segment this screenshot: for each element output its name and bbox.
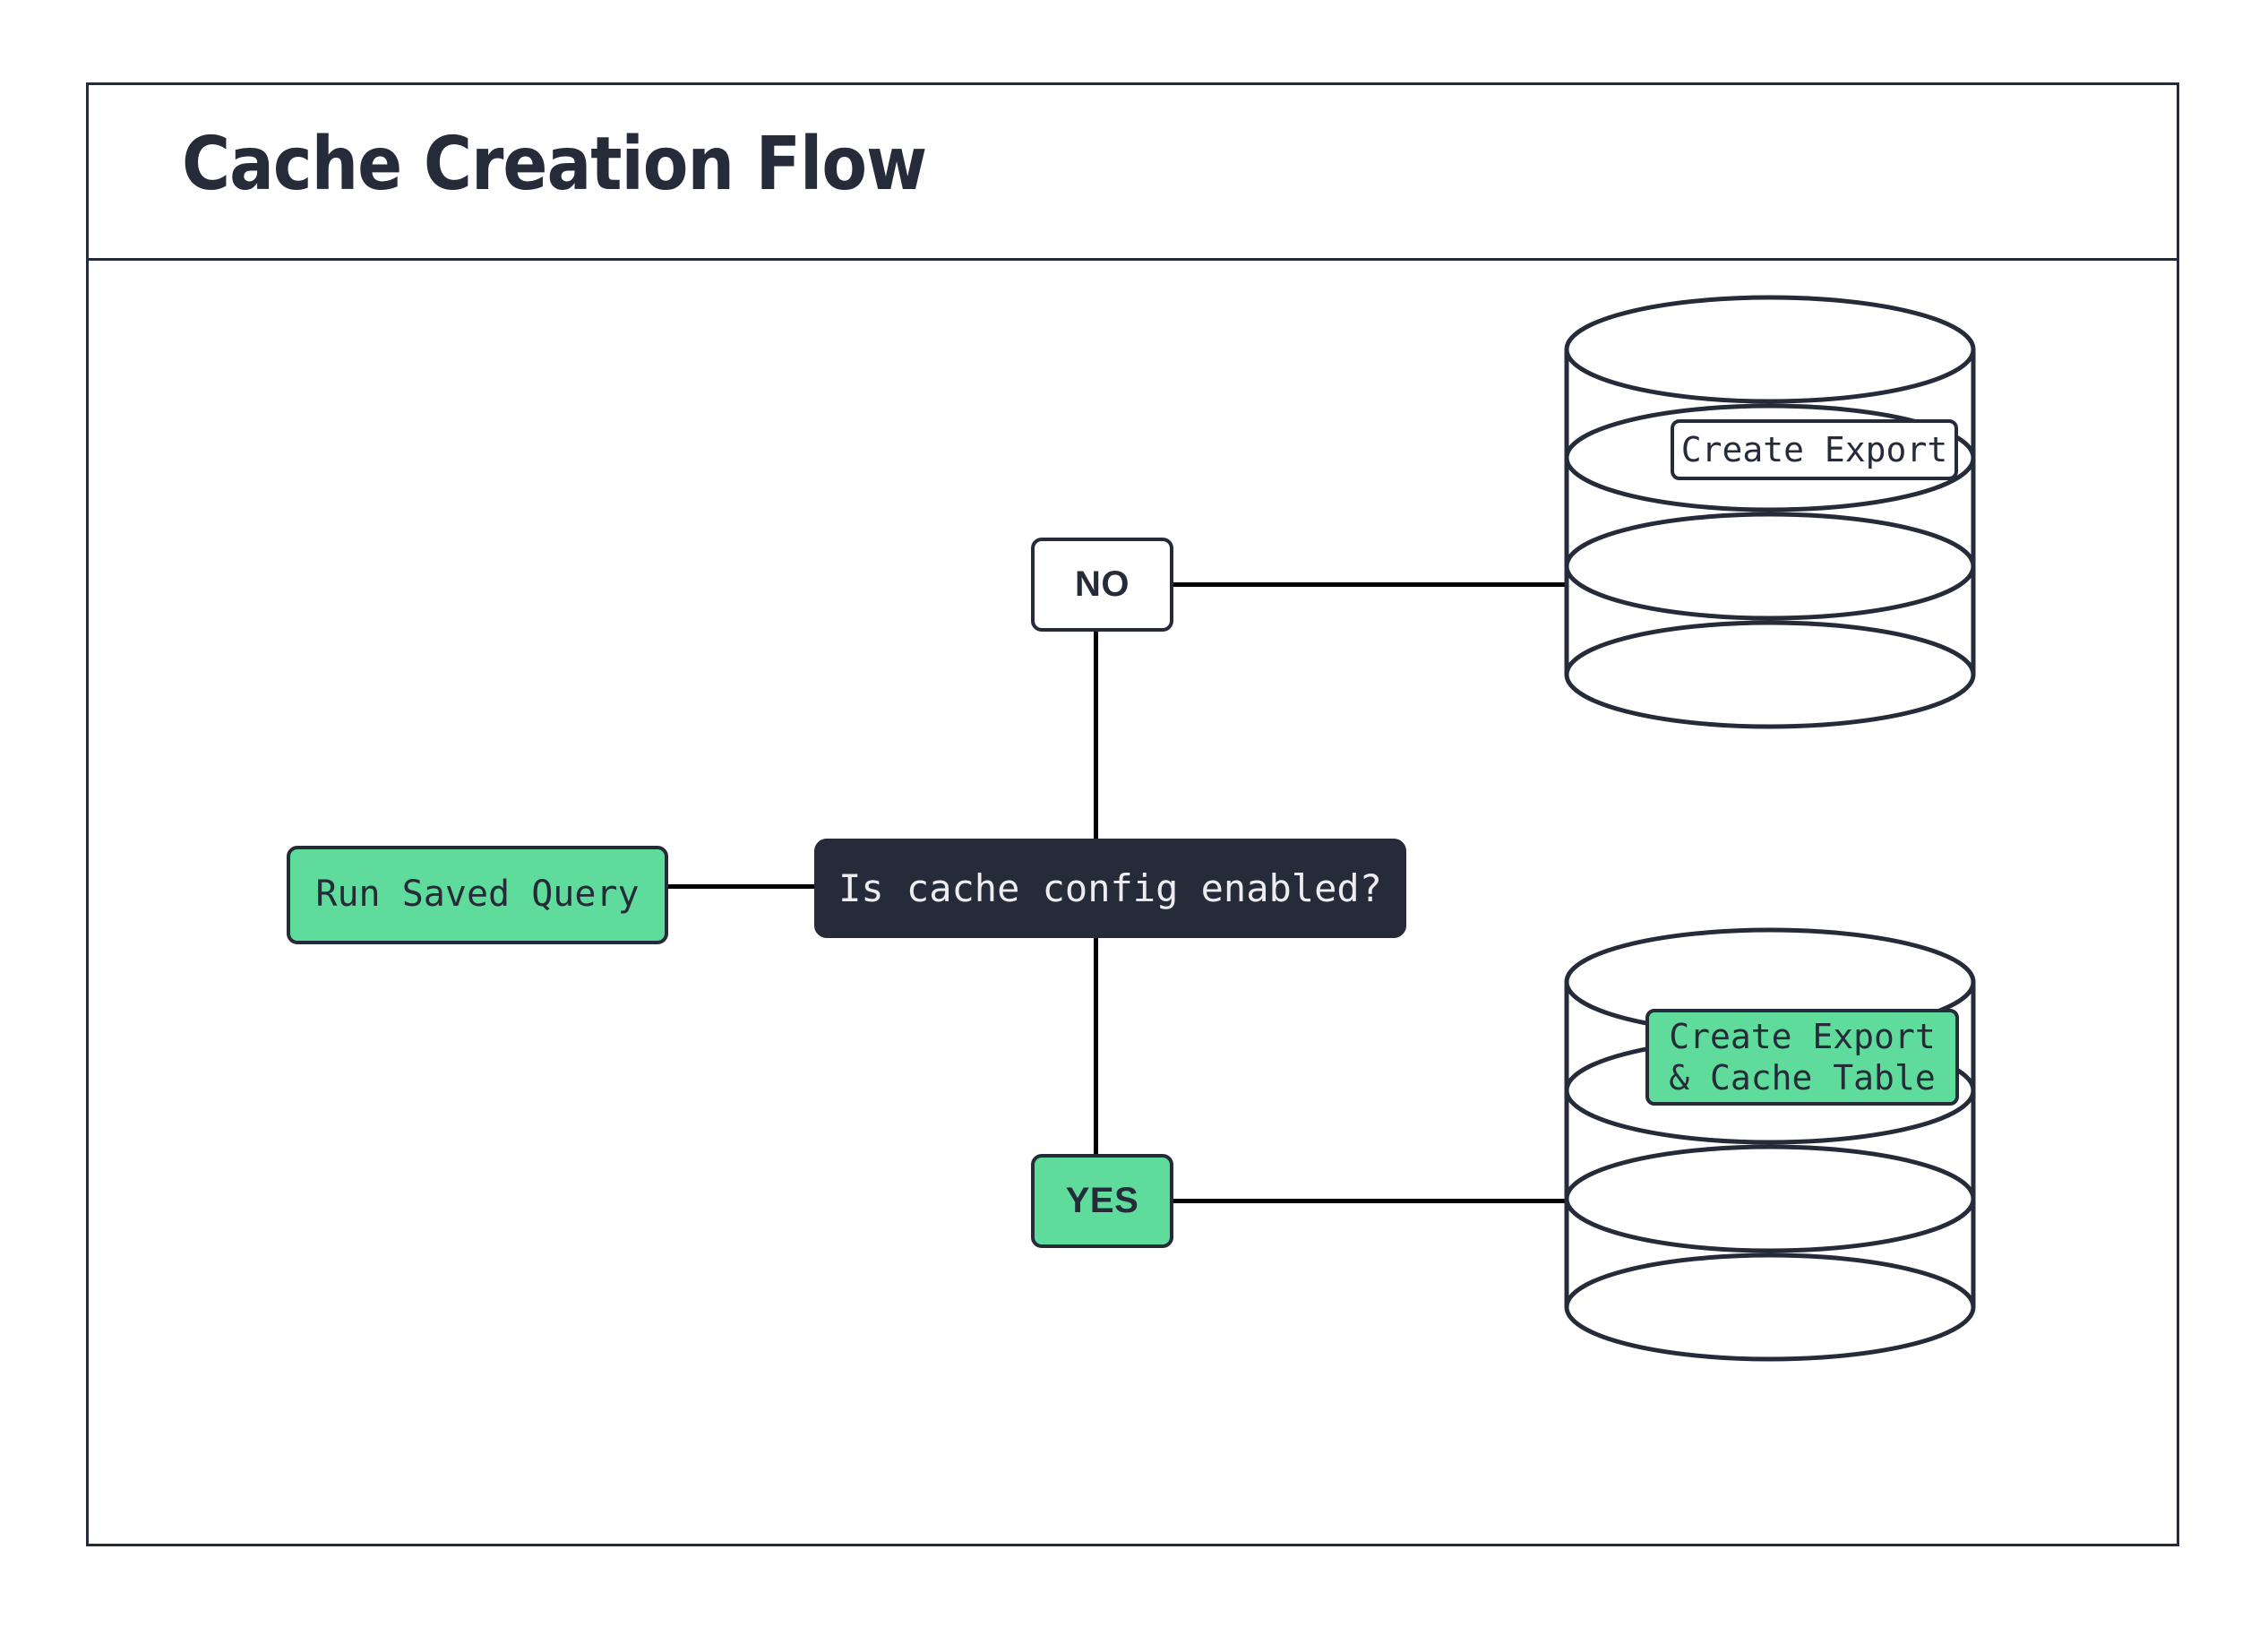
database-cylinder-export-shape bbox=[1564, 295, 1976, 729]
database-label-create-export-cache-table[interactable]: Create Export & Cache Table bbox=[1645, 1009, 1959, 1106]
edge-run-saved-query-to-decision bbox=[666, 884, 816, 889]
database-cylinder-export[interactable] bbox=[1563, 294, 1977, 730]
diagram-title-bar: Cache Creation Flow bbox=[89, 85, 2177, 261]
node-run-saved-query[interactable]: Run Saved Query bbox=[287, 846, 668, 944]
edge-no-to-export-db bbox=[1172, 582, 1566, 587]
database-cylinder-cache[interactable] bbox=[1563, 926, 1977, 1363]
page-title: Cache Creation Flow bbox=[182, 122, 927, 207]
diagram-frame: Cache Creation Flow bbox=[86, 82, 2179, 1546]
node-branch-yes[interactable]: YES bbox=[1031, 1154, 1173, 1248]
node-branch-no[interactable]: NO bbox=[1031, 538, 1173, 632]
database-cylinder-cache-shape bbox=[1564, 927, 1976, 1362]
database-label-create-export[interactable]: Create Export bbox=[1671, 419, 1958, 480]
edge-decision-to-yes bbox=[1094, 935, 1098, 1157]
diagram-body: Create Export Create Export & Cache Tabl… bbox=[89, 261, 2177, 1546]
edge-yes-to-cache-db bbox=[1172, 1199, 1566, 1203]
node-decision-is-cache-config-enabled[interactable]: Is cache config enabled? bbox=[814, 839, 1406, 938]
edge-decision-to-no bbox=[1094, 629, 1098, 841]
